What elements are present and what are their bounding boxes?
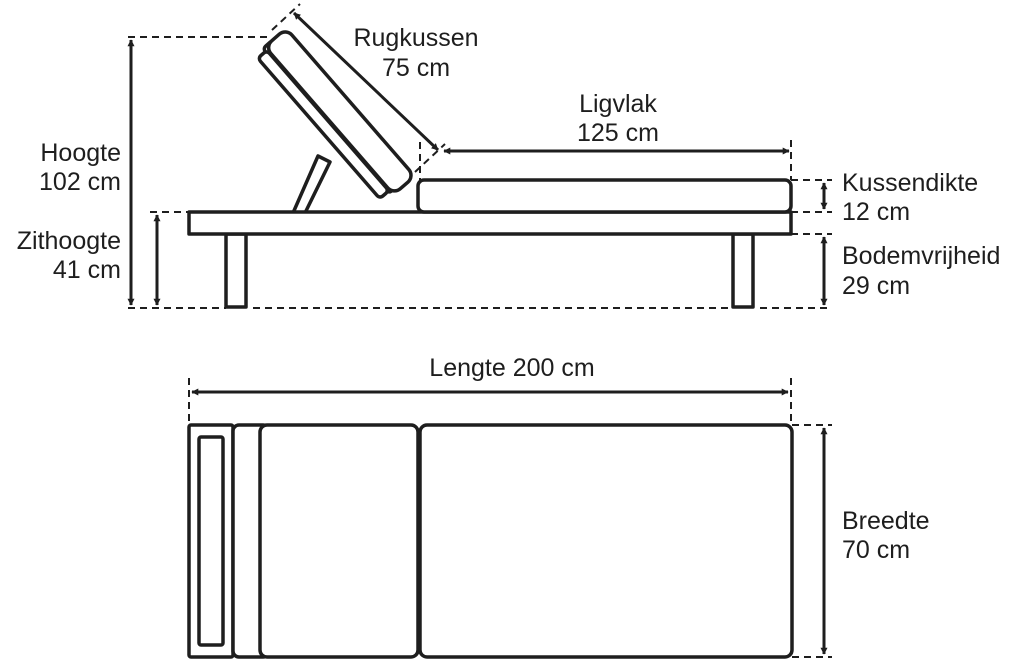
rear-leg [731, 232, 755, 309]
front-leg [224, 232, 248, 309]
cushion-thickness-label-value: 12 cm [842, 198, 910, 226]
backrest-label-name: Rugkussen [353, 24, 478, 52]
width-label-value: 70 cm [842, 536, 910, 564]
top-view [187, 378, 832, 659]
backrest-support [291, 154, 332, 215]
seat-cushion-top [418, 423, 794, 659]
backrest-label-value: 75 cm [382, 54, 450, 82]
backrest-dimension-arrow [292, 11, 440, 152]
backrest-cushion-top [258, 423, 420, 659]
seat-height-label-name: Zithoogte [17, 227, 121, 255]
length-label: Lengte 200 cm [429, 354, 594, 382]
side-view [127, 3, 832, 309]
cushion-thickness-label-name: Kussendikte [842, 169, 978, 197]
lying-surface-label-name: Ligvlak [579, 90, 657, 118]
height-label-name: Hoogte [40, 139, 121, 167]
seat-cushion [416, 178, 793, 214]
width-label-name: Breedte [842, 507, 930, 535]
lying-surface-label-value: 125 cm [577, 119, 659, 147]
ground-clearance-label-value: 29 cm [842, 272, 910, 300]
height-label-value: 102 cm [39, 168, 121, 196]
handle-slot [197, 435, 225, 647]
ground-clearance-label-name: Bodemvrijheid [842, 242, 1000, 270]
seat-height-label-value: 41 cm [53, 256, 121, 284]
lounger-frame [187, 210, 793, 236]
